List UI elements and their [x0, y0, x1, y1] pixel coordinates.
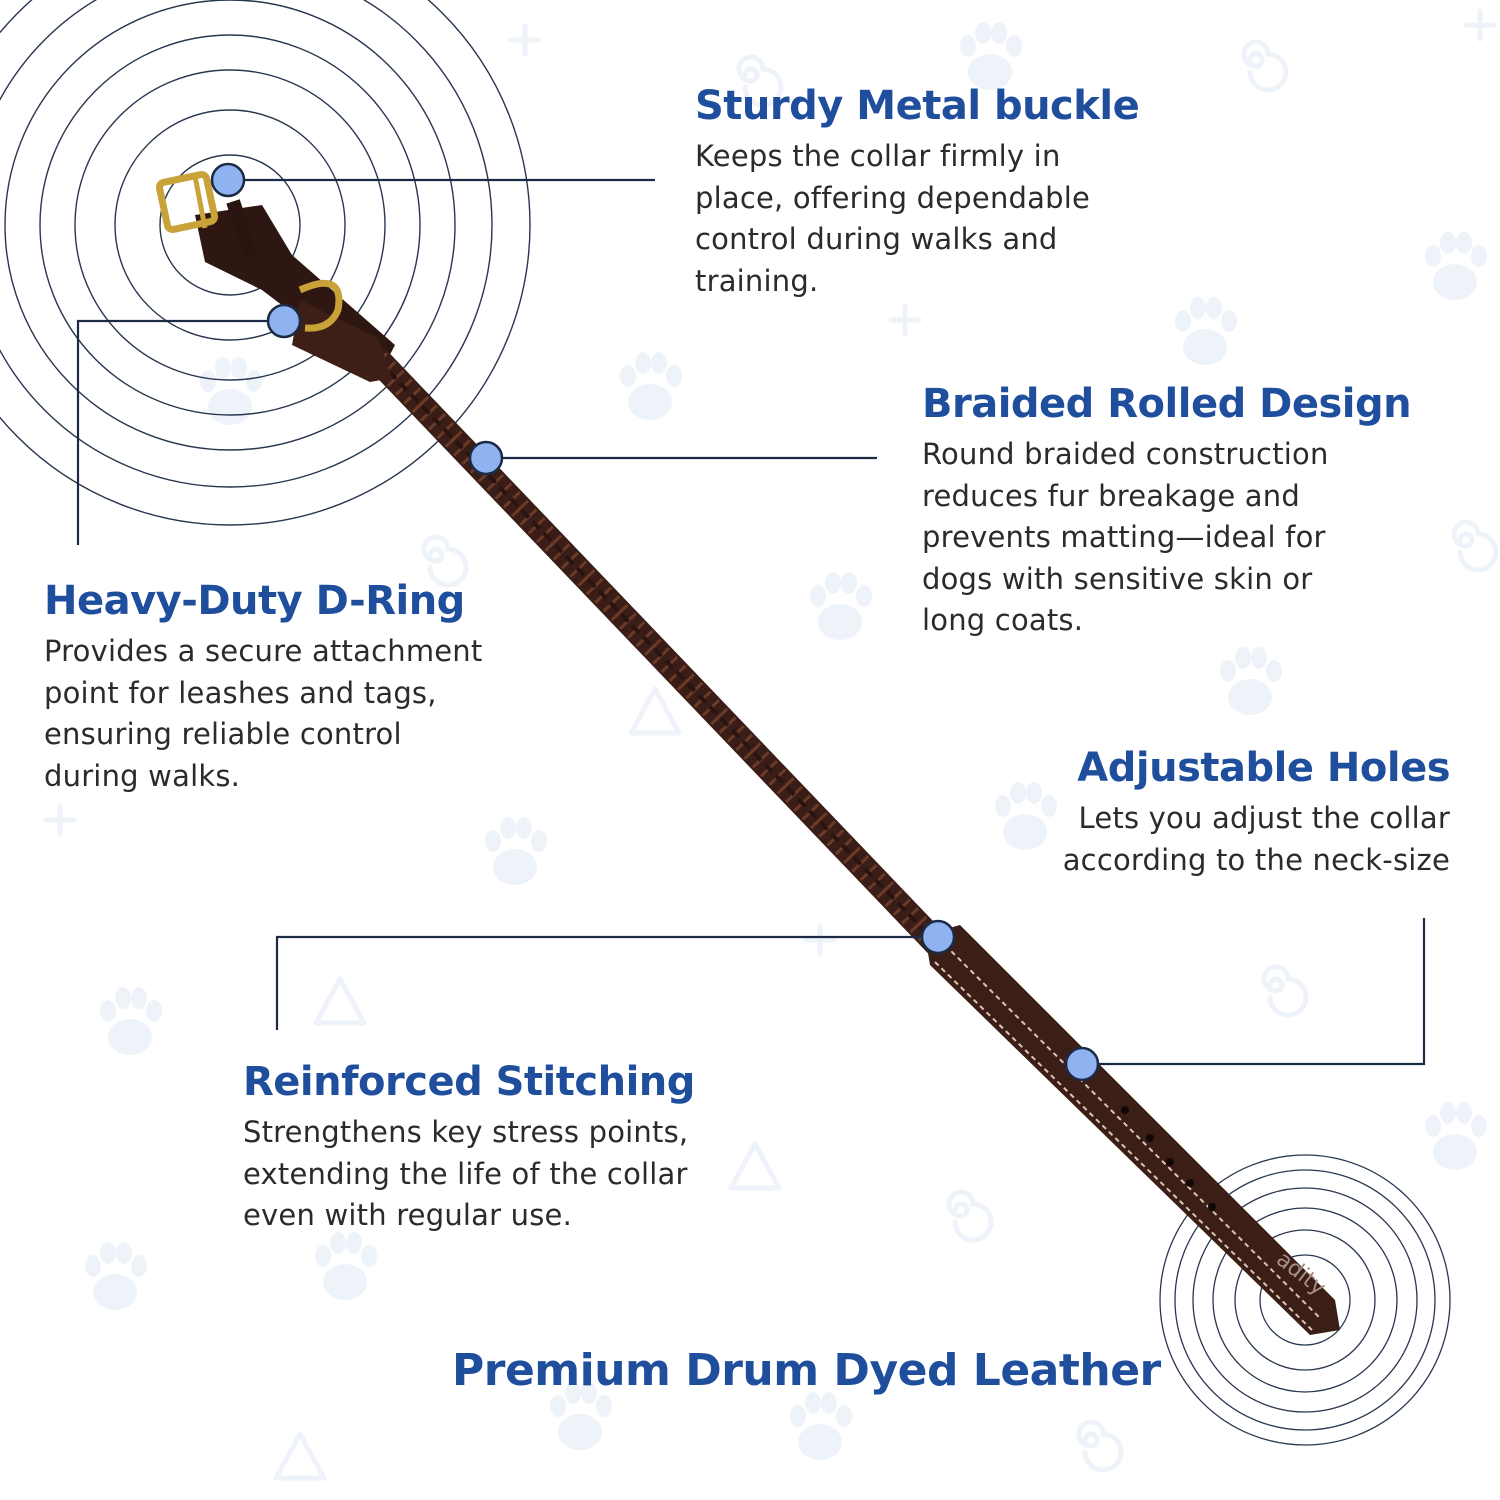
paw-print-icon [1425, 1102, 1487, 1170]
paw-print-icon [1425, 232, 1487, 300]
callout-line-holes [1082, 918, 1426, 1066]
feature-title: Braided Rolled Design [922, 381, 1412, 427]
triangle-icon [316, 979, 364, 1023]
feature-buckle: Sturdy Metal buckle Keeps the collar fir… [695, 82, 1215, 302]
marker-stitch [920, 919, 956, 955]
feature-description: Lets you adjust the collar according to … [1062, 801, 1450, 877]
paw-print-icon [85, 1242, 147, 1310]
feature-stitch: Reinforced Stitching Strengthens key str… [243, 1058, 763, 1237]
callout-markers [210, 162, 1100, 1082]
cross-icon [891, 306, 919, 334]
triangle-icon [276, 1434, 324, 1478]
callout-lines [76, 178, 1426, 1066]
feature-title: Heavy-Duty D-Ring [44, 578, 465, 624]
feature-title: Sturdy Metal buckle [695, 83, 1140, 129]
paw-print-icon [790, 1392, 852, 1460]
d-ring [298, 279, 343, 332]
marker-buckle [210, 162, 246, 198]
feature-dring: Heavy-Duty D-Ring Provides a secure atta… [44, 577, 564, 797]
paw-print-icon [1175, 297, 1237, 365]
adjustment-holes [1121, 1106, 1216, 1211]
feature-title: Reinforced Stitching [243, 1059, 695, 1105]
swirl-icon [1079, 1422, 1121, 1470]
marker-dring [266, 303, 302, 339]
feature-description: Provides a secure attachment point for l… [44, 634, 483, 793]
marker-braid [468, 440, 504, 476]
callout-line-stitch [275, 935, 938, 1030]
triangle-icon [631, 689, 679, 733]
paw-print-icon [485, 817, 547, 885]
cross-icon [511, 26, 539, 54]
ring-decoration-bottom [1159, 1154, 1451, 1446]
feature-holes: Adjustable Holes Lets you adjust the col… [980, 744, 1451, 881]
cross-icon [1466, 11, 1494, 39]
feature-description: Round braided construction reduces fur b… [922, 437, 1329, 637]
paw-print-icon [810, 572, 872, 640]
paw-print-icon [1220, 647, 1282, 715]
paw-print-icon [100, 987, 162, 1055]
swirl-icon [1244, 42, 1286, 90]
paw-print-icon [315, 1232, 377, 1300]
swirl-icon [1264, 967, 1306, 1015]
feature-description: Strengthens key stress points, extending… [243, 1115, 689, 1232]
feature-description: Keeps the collar firmly in place, offeri… [695, 139, 1091, 298]
feature-braid: Braided Rolled Design Round braided cons… [922, 380, 1462, 642]
paw-print-icon [620, 352, 682, 420]
feature-title: Premium Drum Dyed Leather [452, 1345, 1161, 1396]
feature-leather: Premium Drum Dyed Leather [452, 1345, 1192, 1397]
cross-icon [46, 806, 74, 834]
marker-holes [1064, 1046, 1100, 1082]
callout-line-dring [76, 319, 284, 545]
cross-icon [806, 926, 834, 954]
feature-title: Adjustable Holes [1077, 745, 1450, 791]
ring-decoration-top [0, 0, 531, 526]
metal-buckle [155, 170, 219, 234]
leather-strap [925, 925, 1340, 1335]
paw-print-icon [960, 22, 1022, 90]
swirl-icon [949, 1192, 991, 1240]
